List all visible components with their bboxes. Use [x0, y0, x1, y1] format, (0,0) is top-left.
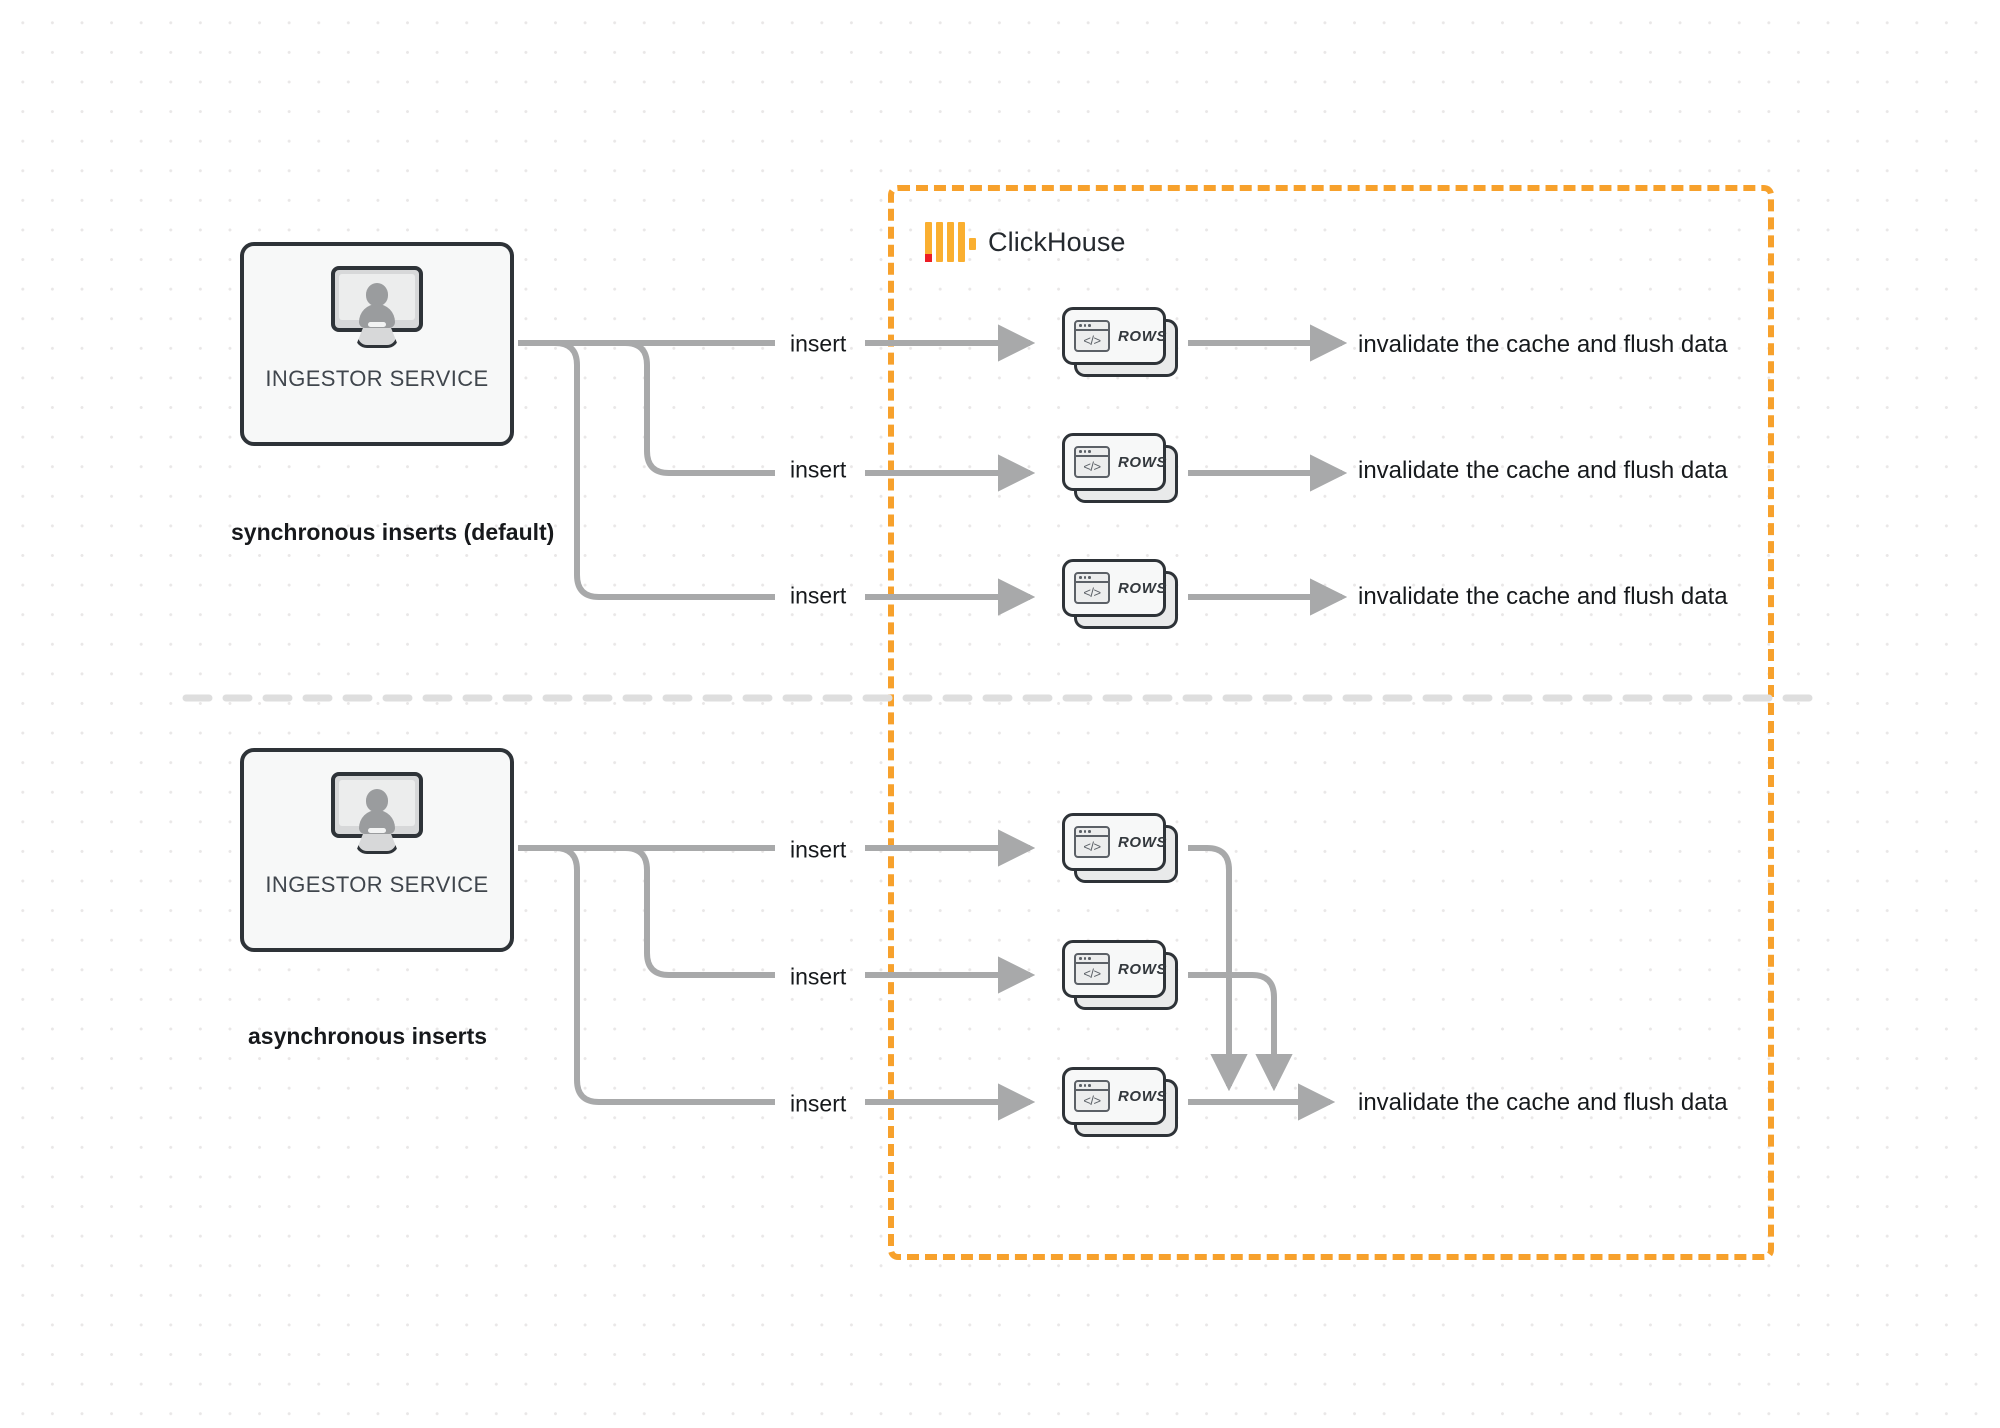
rows-card-label: ROWS — [1118, 579, 1168, 597]
rows-card-sync-3[interactable]: </> ROWS — [1062, 559, 1180, 631]
code-window-icon: </> — [1074, 446, 1110, 478]
rows-card-label: ROWS — [1118, 327, 1168, 345]
clickhouse-label: ClickHouse — [988, 226, 1126, 257]
edge-label-sync-2: insert — [790, 456, 847, 483]
ingestor-service-node-async[interactable]: INGESTOR SERVICE — [240, 748, 514, 952]
ingestor-service-label: INGESTOR SERVICE — [265, 872, 489, 897]
code-window-icon: </> — [1074, 953, 1110, 985]
rows-card-sync-2[interactable]: </> ROWS — [1062, 433, 1180, 505]
code-window-icon: </> — [1074, 572, 1110, 604]
rows-card-label: ROWS — [1118, 833, 1168, 851]
sink-label-async-merged: invalidate the cache and flush data — [1358, 1089, 1728, 1116]
sink-label-sync-3: invalidate the cache and flush data — [1358, 583, 1728, 610]
clickhouse-brand: ClickHouse — [925, 222, 1126, 262]
rows-card-label: ROWS — [1118, 453, 1168, 471]
rows-card-sync-1[interactable]: </> ROWS — [1062, 307, 1180, 379]
section-caption-sync: synchronous inserts (default) — [231, 519, 555, 545]
edge-label-async-1: insert — [790, 836, 847, 863]
ingestor-service-node-sync[interactable]: INGESTOR SERVICE — [240, 242, 514, 446]
rows-card-async-2[interactable]: </> ROWS — [1062, 940, 1180, 1012]
clickhouse-logo-icon — [925, 222, 976, 262]
edge-label-async-3: insert — [790, 1090, 847, 1117]
ingestor-service-label: INGESTOR SERVICE — [265, 366, 489, 391]
edge-label-sync-3: insert — [790, 582, 847, 609]
rows-card-label: ROWS — [1118, 960, 1168, 978]
rows-card-label: ROWS — [1118, 1087, 1168, 1105]
code-window-icon: </> — [1074, 826, 1110, 858]
rows-card-async-1[interactable]: </> ROWS — [1062, 813, 1180, 885]
edge-label-sync-1: insert — [790, 330, 847, 357]
code-window-icon: </> — [1074, 320, 1110, 352]
clickhouse-boundary — [888, 185, 1774, 1260]
monitor-user-icon — [329, 266, 425, 350]
sink-label-sync-2: invalidate the cache and flush data — [1358, 457, 1728, 484]
rows-card-async-3[interactable]: </> ROWS — [1062, 1067, 1180, 1139]
edge-label-async-2: insert — [790, 963, 847, 990]
code-window-icon: </> — [1074, 1080, 1110, 1112]
monitor-user-icon — [329, 772, 425, 856]
section-caption-async: asynchronous inserts — [248, 1023, 488, 1049]
sink-label-sync-1: invalidate the cache and flush data — [1358, 331, 1728, 358]
